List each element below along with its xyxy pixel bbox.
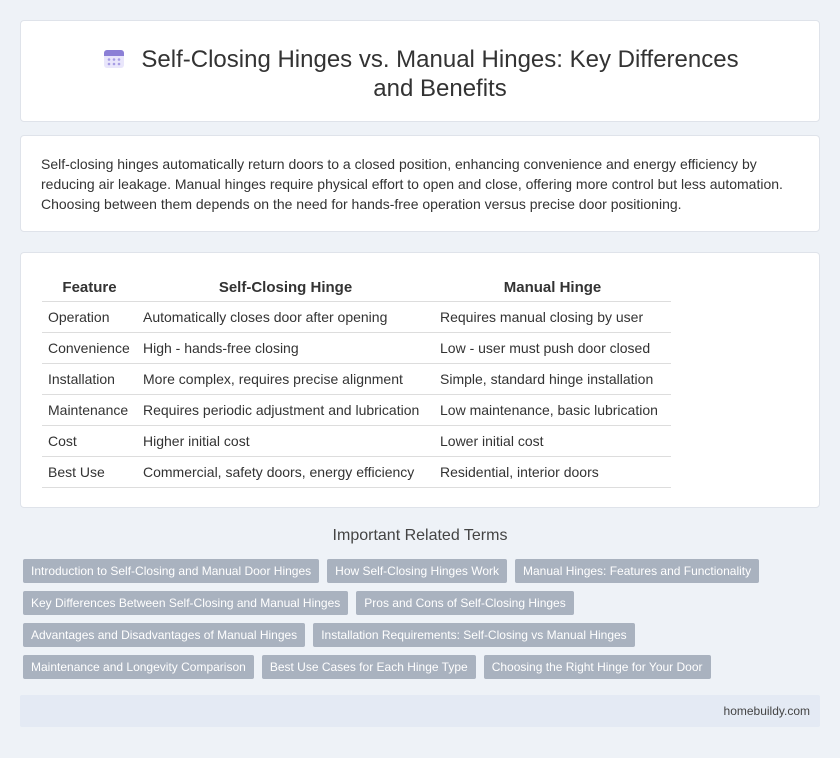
related-term-link[interactable]: How Self-Closing Hinges Work — [327, 559, 507, 583]
table-row: Maintenance Requires periodic adjustment… — [42, 394, 671, 426]
manual-cell: Lower initial cost — [434, 425, 671, 457]
intro-card: Self-closing hinges automatically return… — [20, 135, 820, 232]
manual-cell: Low - user must push door closed — [434, 332, 671, 364]
header-feature: Feature — [42, 275, 137, 302]
related-term-link[interactable]: Choosing the Right Hinge for Your Door — [483, 655, 711, 679]
self-closing-cell: Requires periodic adjustment and lubrica… — [137, 394, 434, 426]
calendar-icon — [104, 50, 124, 68]
feature-cell: Maintenance — [42, 394, 137, 426]
footer-bar: homebuildy.com — [20, 695, 820, 727]
manual-cell: Requires manual closing by user — [434, 301, 671, 333]
page-title: Self-Closing Hinges vs. Manual Hinges: K… — [141, 46, 739, 102]
feature-cell: Best Use — [42, 456, 137, 488]
self-closing-cell: More complex, requires precise alignment — [137, 363, 434, 395]
related-term-link[interactable]: Manual Hinges: Features and Functionalit… — [515, 559, 760, 583]
self-closing-cell: Higher initial cost — [137, 425, 434, 457]
manual-cell: Simple, standard hinge installation — [434, 363, 671, 395]
feature-cell: Installation — [42, 363, 137, 395]
table-row: Operation Automatically closes door afte… — [42, 301, 671, 333]
self-closing-cell: Automatically closes door after opening — [137, 301, 434, 333]
table-row: Convenience High - hands-free closing Lo… — [42, 332, 671, 364]
table-header-row: Feature Self-Closing Hinge Manual Hinge — [42, 275, 671, 302]
related-terms-heading: Important Related Terms — [332, 527, 508, 544]
header-self-closing: Self-Closing Hinge — [137, 275, 434, 302]
table-row: Best Use Commercial, safety doors, energ… — [42, 456, 671, 488]
related-terms-list: Introduction to Self-Closing and Manual … — [23, 559, 803, 679]
header-card: Self-Closing Hinges vs. Manual Hinges: K… — [20, 20, 820, 122]
related-term-link[interactable]: Introduction to Self-Closing and Manual … — [23, 559, 320, 583]
comparison-table: Feature Self-Closing Hinge Manual Hinge … — [42, 275, 671, 488]
comparison-table-card: Feature Self-Closing Hinge Manual Hinge … — [20, 252, 820, 508]
related-term-link[interactable]: Best Use Cases for Each Hinge Type — [261, 655, 476, 679]
related-term-link[interactable]: Pros and Cons of Self-Closing Hinges — [356, 591, 574, 615]
header-manual: Manual Hinge — [434, 275, 671, 302]
manual-cell: Low maintenance, basic lubrication — [434, 394, 671, 426]
manual-cell: Residential, interior doors — [434, 456, 671, 488]
self-closing-cell: High - hands-free closing — [137, 332, 434, 364]
related-term-link[interactable]: Key Differences Between Self-Closing and… — [23, 591, 349, 615]
related-term-link[interactable]: Maintenance and Longevity Comparison — [23, 655, 254, 679]
table-row: Cost Higher initial cost Lower initial c… — [42, 425, 671, 457]
intro-paragraph: Self-closing hinges automatically return… — [41, 156, 783, 212]
feature-cell: Convenience — [42, 332, 137, 364]
feature-cell: Cost — [42, 425, 137, 457]
related-term-link[interactable]: Advantages and Disadvantages of Manual H… — [23, 623, 306, 647]
site-name[interactable]: homebuildy.com — [723, 704, 810, 718]
feature-cell: Operation — [42, 301, 137, 333]
related-term-link[interactable]: Installation Requirements: Self-Closing … — [313, 623, 635, 647]
self-closing-cell: Commercial, safety doors, energy efficie… — [137, 456, 434, 488]
table-row: Installation More complex, requires prec… — [42, 363, 671, 395]
